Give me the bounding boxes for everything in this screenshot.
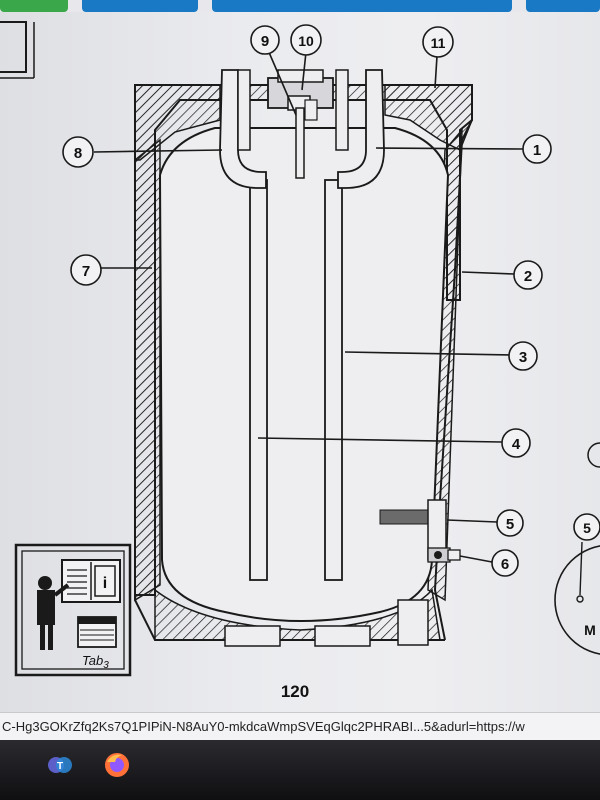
callout-11: 11 <box>422 26 454 58</box>
svg-text:8: 8 <box>74 145 82 162</box>
element-bracket <box>379 499 447 561</box>
svg-text:M: M <box>584 622 596 638</box>
svg-text:7: 7 <box>82 263 90 280</box>
callout-8: 8 <box>62 136 94 168</box>
callout-3: 3 <box>508 341 538 371</box>
bottom-base <box>154 588 441 647</box>
svg-text:1: 1 <box>533 142 541 159</box>
drain-valve <box>427 547 461 563</box>
central-fitting <box>267 69 334 179</box>
svg-text:3: 3 <box>519 349 527 366</box>
svg-text:i: i <box>103 575 107 592</box>
inner-tank <box>158 127 450 622</box>
teams-icon[interactable]: T <box>45 750 75 780</box>
svg-text:T: T <box>57 761 63 772</box>
browser-tab-blue-1[interactable] <box>82 0 198 12</box>
svg-text:9: 9 <box>261 33 269 50</box>
callout-10: 10 <box>290 24 322 56</box>
status-url-bar: C-Hg3GOKrZfq2Ks7Q1PIPiN-N8AuY0-mkdcaWmpS… <box>0 712 600 741</box>
callout-9: 9 <box>250 25 280 55</box>
pipe-left <box>219 69 268 581</box>
callout-1: 1 <box>522 134 552 164</box>
svg-text:6: 6 <box>501 556 509 573</box>
svg-text:4: 4 <box>512 436 521 453</box>
svg-text:Tab3: Tab3 <box>82 653 109 671</box>
svg-text:2: 2 <box>524 268 532 285</box>
pipe-right <box>324 69 385 581</box>
callout-7: 7 <box>70 254 102 286</box>
page-number: 120 <box>280 682 310 701</box>
side-detail: 5 M <box>554 442 600 655</box>
firefox-icon[interactable] <box>102 750 132 780</box>
leader-lines <box>93 49 524 563</box>
browser-tab-green[interactable] <box>0 0 68 12</box>
browser-tab-blue-2[interactable] <box>212 0 512 12</box>
svg-text:5: 5 <box>583 520 591 536</box>
manual-reference-pictogram: i <box>14 543 132 677</box>
taskbar: T <box>0 740 600 800</box>
top-insulation <box>134 84 473 161</box>
svg-text:5: 5 <box>506 516 514 533</box>
callout-4: 4 <box>501 428 531 458</box>
callout-2: 2 <box>513 260 543 290</box>
manual-page: 1 2 3 4 5 6 7 <box>0 12 600 712</box>
water-heater-cross-section: 1 2 3 4 5 6 7 <box>0 21 600 677</box>
callout-6: 6 <box>491 549 519 577</box>
callout-5: 5 <box>496 509 524 537</box>
svg-text:11: 11 <box>431 35 446 51</box>
svg-text:10: 10 <box>298 33 314 49</box>
corner-frame <box>0 21 35 79</box>
browser-tab-blue-3[interactable] <box>526 0 600 12</box>
status-url-text: C-Hg3GOKrZfq2Ks7Q1PIPiN-N8AuY0-mkdcaWmpS… <box>2 719 525 734</box>
